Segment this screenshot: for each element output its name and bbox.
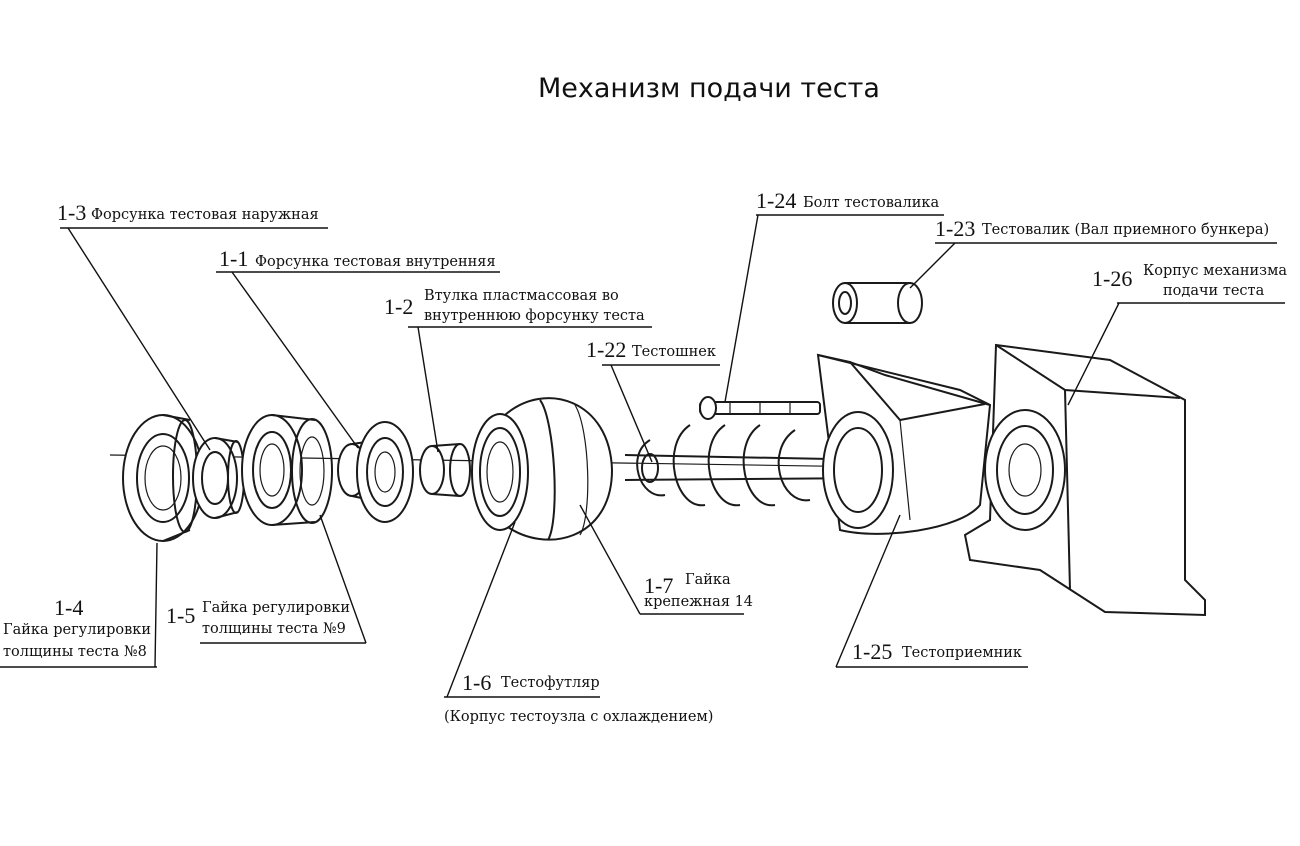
label-1-26-code: 1-26 — [1092, 266, 1132, 291]
label-1-3-text: Форсунка тестовая наружная — [91, 207, 319, 223]
label-1-23-text: Тестовалик (Вал приемного бункера) — [982, 222, 1269, 238]
label-1-5-line2: толщины теста №9 — [202, 621, 346, 637]
part-1-5-nut-drawing — [241, 414, 333, 526]
label-1-25-text: Тестоприемник — [902, 645, 1022, 661]
label-1-3: 1-3 Форсунка тестовая наружная — [57, 200, 319, 225]
diagram-title: Механизм подачи теста — [538, 73, 880, 104]
part-1-3-outer-nozzle-drawing — [192, 437, 245, 519]
part-1-6-housing-drawing — [471, 397, 614, 541]
label-1-6-code: 1-6 — [462, 670, 491, 695]
label-1-5-line1: Гайка регулировки — [202, 600, 350, 616]
label-1-25: 1-25 Тестоприемник — [852, 639, 1022, 664]
part-1-23-roller-drawing — [832, 282, 923, 324]
label-1-1-code: 1-1 — [219, 246, 248, 271]
label-1-7-line2: крепежная 14 — [644, 594, 753, 610]
label-1-4-code: 1-4 — [54, 595, 83, 620]
label-1-26-line2: подачи теста — [1163, 283, 1265, 299]
label-1-3-code: 1-3 — [57, 200, 86, 225]
label-1-6-text: Тестофутляр — [501, 675, 600, 691]
label-1-24-code: 1-24 — [756, 188, 796, 213]
label-1-6-note: (Корпус тестоузла с охлаждением) — [444, 709, 713, 725]
label-1-22: 1-22 Тестошнек — [586, 337, 716, 362]
label-1-1: 1-1 Форсунка тестовая внутренняя — [219, 246, 496, 271]
leader-lines — [0, 214, 1285, 698]
label-1-7-line1: Гайка — [685, 572, 731, 588]
label-1-22-code: 1-22 — [586, 337, 626, 362]
label-1-23-code: 1-23 — [935, 216, 975, 241]
label-1-23: 1-23 Тестовалик (Вал приемного бункера) — [935, 216, 1269, 241]
label-1-26: 1-26 Корпус механизма подачи теста — [1092, 263, 1287, 299]
label-1-25-code: 1-25 — [852, 639, 892, 664]
label-1-4-line1: Гайка регулировки — [3, 622, 151, 638]
label-1-4-line2: толщины теста №8 — [3, 644, 147, 660]
label-1-1-text: Форсунка тестовая внутренняя — [255, 254, 496, 270]
label-1-24-text: Болт тестовалика — [803, 195, 939, 211]
label-1-26-line1: Корпус механизма — [1143, 263, 1287, 279]
part-1-26-body-drawing — [963, 343, 1206, 617]
label-1-22-text: Тестошнек — [632, 344, 716, 360]
label-1-2-line2: внутреннюю форсунку теста — [424, 308, 645, 324]
label-1-6: 1-6 Тестофутляр (Корпус тестоузла с охла… — [444, 670, 713, 725]
label-1-2-code: 1-2 — [384, 294, 413, 319]
label-1-5: 1-5 Гайка регулировки толщины теста №9 — [166, 600, 350, 637]
part-1-1-inner-nozzle-drawing — [337, 421, 414, 523]
label-1-7: 1-7 Гайка крепежная 14 — [644, 572, 753, 610]
part-1-2-sleeve-drawing — [419, 443, 471, 497]
label-1-2: 1-2 Втулка пластмассовая во внутреннюю ф… — [384, 288, 645, 324]
label-1-5-code: 1-5 — [166, 603, 195, 628]
part-1-24-bolt-drawing — [699, 396, 821, 420]
label-1-2-line1: Втулка пластмассовая во — [424, 288, 619, 304]
label-1-7-code: 1-7 — [644, 573, 673, 598]
label-1-4: 1-4 Гайка регулировки толщины теста №8 — [3, 595, 151, 660]
label-1-24: 1-24 Болт тестовалика — [756, 188, 939, 213]
part-1-25-receiver-drawing — [816, 353, 992, 535]
part-1-4-nut-drawing — [122, 414, 204, 542]
